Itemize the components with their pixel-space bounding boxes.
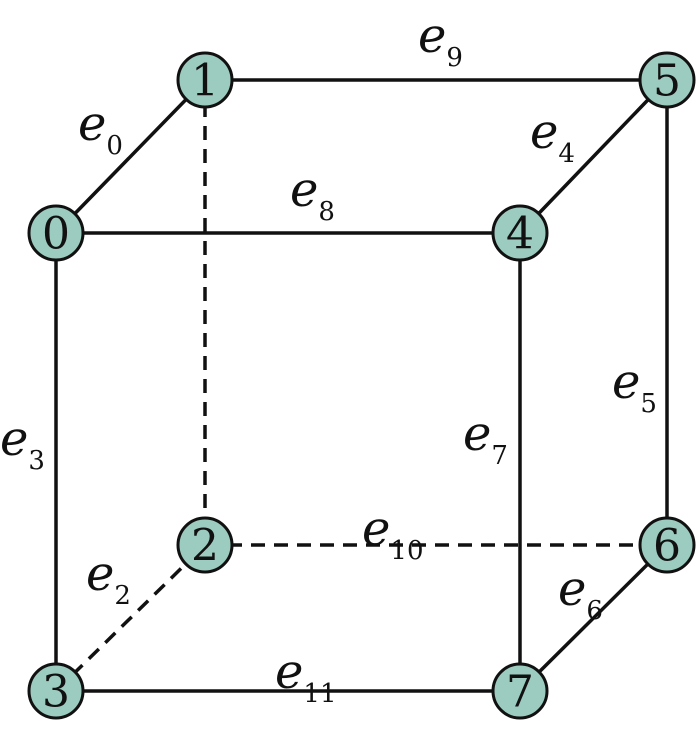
vertex-label: 5 [653,56,681,107]
vertex-circle [27,204,85,262]
edge-line-3-2 [54,543,207,693]
edges-layer [54,78,669,693]
edge-line-0-1 [54,78,207,235]
vertex-circle [638,51,696,109]
edge-label-e0: e0 [78,96,123,161]
vertex-7: 7 [491,662,549,720]
vertex-5: 5 [638,51,696,109]
vertex-label: 4 [506,209,534,260]
vertex-3: 3 [27,662,85,720]
edge-label-e5: e5 [612,354,657,419]
edge-label-e3: e3 [0,411,45,476]
edge-label-e10: e10 [362,501,424,566]
vertex-1: 1 [176,51,234,109]
vertex-circle [27,662,85,720]
vertex-circle [491,204,549,262]
vertex-label: 1 [191,56,219,107]
vertex-circle [491,662,549,720]
vertex-label: 0 [42,209,70,260]
edge-label-e7: e7 [463,406,508,471]
edge-label-e4: e4 [530,104,575,169]
edge-label-e2: e2 [86,546,131,611]
vertex-label: 7 [506,667,534,718]
nodes-layer: 0 1 2 3 4 5 6 7 [27,51,696,720]
vertex-label: 3 [42,667,70,718]
vertex-circle [176,51,234,109]
vertex-label: 6 [653,521,681,572]
vertex-circle [176,516,234,574]
edge-label-e11: e11 [275,644,337,709]
vertex-2: 2 [176,516,234,574]
vertex-circle [638,516,696,574]
edge-line-6-7 [518,543,669,693]
edge-labels-layer: e0 e2 e3 e4 e5 e6 e7 e8 e9 e10 e11 [0,8,657,709]
edge-label-e6: e6 [558,561,603,626]
vertex-label: 2 [191,521,219,572]
edge-label-e8: e8 [290,162,335,227]
vertex-6: 6 [638,516,696,574]
vertex-0: 0 [27,204,85,262]
vertex-4: 4 [491,204,549,262]
edge-label-e9: e9 [418,8,463,73]
edge-line-4-5 [518,78,669,235]
